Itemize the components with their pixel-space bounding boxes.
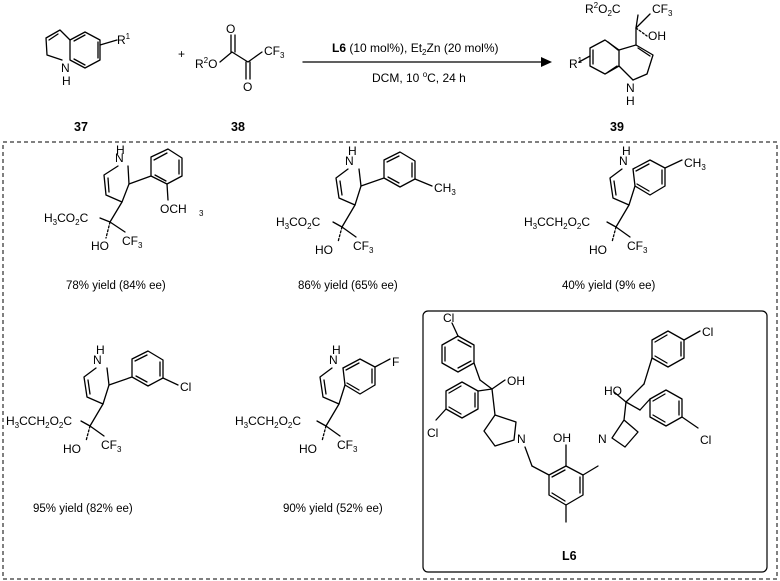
svg-text:HO: HO bbox=[299, 442, 317, 456]
compound-number-38: 38 bbox=[231, 120, 245, 134]
substrate-scope-box bbox=[2, 141, 778, 580]
svg-text:H: H bbox=[622, 144, 631, 158]
svg-text:CF3: CF3 bbox=[353, 239, 374, 255]
svg-text:F: F bbox=[392, 355, 399, 369]
svg-text:3: 3 bbox=[199, 209, 204, 218]
svg-text:Cl: Cl bbox=[443, 311, 454, 325]
svg-text:OH: OH bbox=[507, 374, 525, 388]
ligand-label: L6 bbox=[562, 549, 577, 563]
svg-text:N: N bbox=[598, 432, 607, 446]
ligand-l6-structure: Cl Cl OH N OH N HO Cl bbox=[427, 311, 713, 523]
reagent-line: L6 (10 mol%), Et2Zn (20 mol%) bbox=[332, 41, 499, 57]
carbonyl-o-2: O bbox=[243, 80, 252, 94]
svg-text:R1: R1 bbox=[117, 32, 131, 47]
condition-line: DCM, 10 oC, 24 h bbox=[372, 70, 466, 85]
plus-sign: + bbox=[178, 47, 185, 61]
svg-text:H: H bbox=[116, 143, 125, 157]
svg-text:HO: HO bbox=[63, 442, 81, 456]
svg-text:Cl: Cl bbox=[180, 380, 191, 394]
svg-text:CF3: CF3 bbox=[627, 239, 648, 255]
ligand-box bbox=[422, 310, 768, 573]
svg-text:R1: R1 bbox=[569, 56, 583, 71]
svg-text:H: H bbox=[348, 144, 357, 158]
r2o-label-sup: 2 bbox=[204, 56, 209, 65]
oh-label: OH bbox=[648, 29, 666, 43]
svg-text:H3CO2C: H3CO2C bbox=[276, 215, 321, 231]
svg-text:N: N bbox=[115, 151, 124, 165]
svg-text:H3CCH2O2C: H3CCH2O2C bbox=[524, 215, 590, 231]
svg-text:CH3: CH3 bbox=[684, 156, 706, 172]
svg-text:H: H bbox=[626, 94, 635, 108]
svg-text:N: N bbox=[626, 81, 635, 95]
svg-text:H: H bbox=[96, 343, 105, 357]
trifluoropyruvate-38-structure: R2O O O CF3 bbox=[195, 22, 285, 94]
svg-text:R2O2C: R2O2C bbox=[585, 1, 621, 18]
nh-atom-label: N bbox=[61, 61, 70, 75]
svg-text:H3CO2C: H3CO2C bbox=[44, 211, 89, 227]
yield-label-1: 78% yield (84% ee) bbox=[66, 280, 166, 292]
h-atom-label: H bbox=[62, 74, 71, 88]
svg-text:N: N bbox=[329, 353, 338, 367]
r2o-label-o: O bbox=[208, 57, 217, 71]
carbonyl-o-1: O bbox=[226, 22, 235, 36]
yield-label-4: 95% yield (82% ee) bbox=[33, 503, 133, 515]
reaction-arrow bbox=[302, 57, 552, 67]
compound-number-39: 39 bbox=[610, 120, 624, 134]
r-substituent-label: R bbox=[117, 33, 126, 47]
product-5-chloro-structure: N H Cl H3CCH2O2C HO CF3 bbox=[6, 343, 191, 456]
product-39-structure: R2O2C CF3 OH N H R1 bbox=[569, 1, 673, 108]
r-superscript: 1 bbox=[126, 32, 131, 41]
svg-text:CF3: CF3 bbox=[101, 438, 122, 454]
svg-text:N: N bbox=[93, 353, 102, 367]
svg-text:HO: HO bbox=[315, 243, 333, 257]
svg-text:H: H bbox=[332, 343, 341, 357]
indole-37-structure: N H R1 bbox=[45, 29, 131, 88]
svg-text:N: N bbox=[517, 432, 526, 446]
svg-text:HO: HO bbox=[589, 243, 607, 257]
svg-text:Cl: Cl bbox=[427, 426, 438, 440]
svg-text:CF3: CF3 bbox=[652, 2, 673, 18]
svg-text:CF3: CF3 bbox=[122, 234, 143, 250]
svg-text:H3CCH2O2C: H3CCH2O2C bbox=[6, 414, 72, 430]
product-6-fluoro-structure: N H F H3CCH2O2C HO CF3 bbox=[235, 343, 399, 456]
product-4-methoxy-structure: N H OCH 3 H3CO2C HO CF3 bbox=[44, 143, 204, 253]
svg-text:OCH: OCH bbox=[160, 202, 187, 216]
svg-text:OH: OH bbox=[553, 431, 571, 445]
compound-number-37: 37 bbox=[74, 120, 88, 134]
svg-text:Cl: Cl bbox=[702, 325, 713, 339]
svg-text:N: N bbox=[619, 154, 628, 168]
svg-text:H3CCH2O2C: H3CCH2O2C bbox=[235, 414, 301, 430]
yield-label-5: 90% yield (52% ee) bbox=[283, 503, 383, 515]
yield-label-2: 86% yield (65% ee) bbox=[298, 280, 398, 292]
product-6-methyl-structure: N H CH3 H3CCH2O2C HO CF3 bbox=[524, 144, 706, 257]
svg-text:CF3: CF3 bbox=[264, 44, 285, 60]
svg-text:HO: HO bbox=[91, 239, 109, 253]
svg-text:N: N bbox=[345, 154, 354, 168]
product-5-methyl-structure: N H CH3 H3CO2C HO CF3 bbox=[276, 144, 456, 257]
cf3-label-cf: CF bbox=[264, 44, 280, 58]
cf3-label-3: 3 bbox=[280, 51, 285, 60]
svg-text:Cl: Cl bbox=[700, 433, 711, 447]
svg-text:CF3: CF3 bbox=[337, 438, 358, 454]
svg-text:CH3: CH3 bbox=[434, 181, 456, 197]
svg-text:R2O: R2O bbox=[195, 56, 217, 71]
yield-label-3: 40% yield (9% ee) bbox=[562, 280, 655, 292]
r2o-label-r: R bbox=[195, 57, 204, 71]
